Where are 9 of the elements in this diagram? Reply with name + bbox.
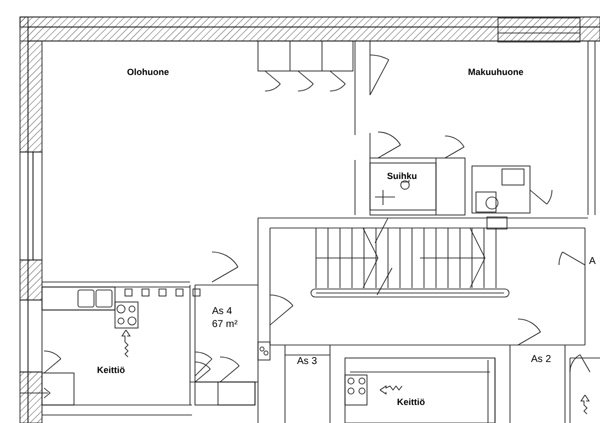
room-label: As 2 bbox=[531, 353, 552, 366]
room-label: As 4 67 m² bbox=[212, 305, 239, 331]
room-label: Suihku bbox=[387, 170, 418, 183]
room-label: A bbox=[589, 255, 596, 268]
room-label: Makuuhuone bbox=[468, 66, 524, 79]
room-label: Olohuone bbox=[127, 66, 169, 79]
room-label: Keittiö bbox=[97, 364, 125, 377]
room-label: Keittiö bbox=[397, 396, 425, 409]
room-label: As 3 bbox=[297, 355, 318, 368]
